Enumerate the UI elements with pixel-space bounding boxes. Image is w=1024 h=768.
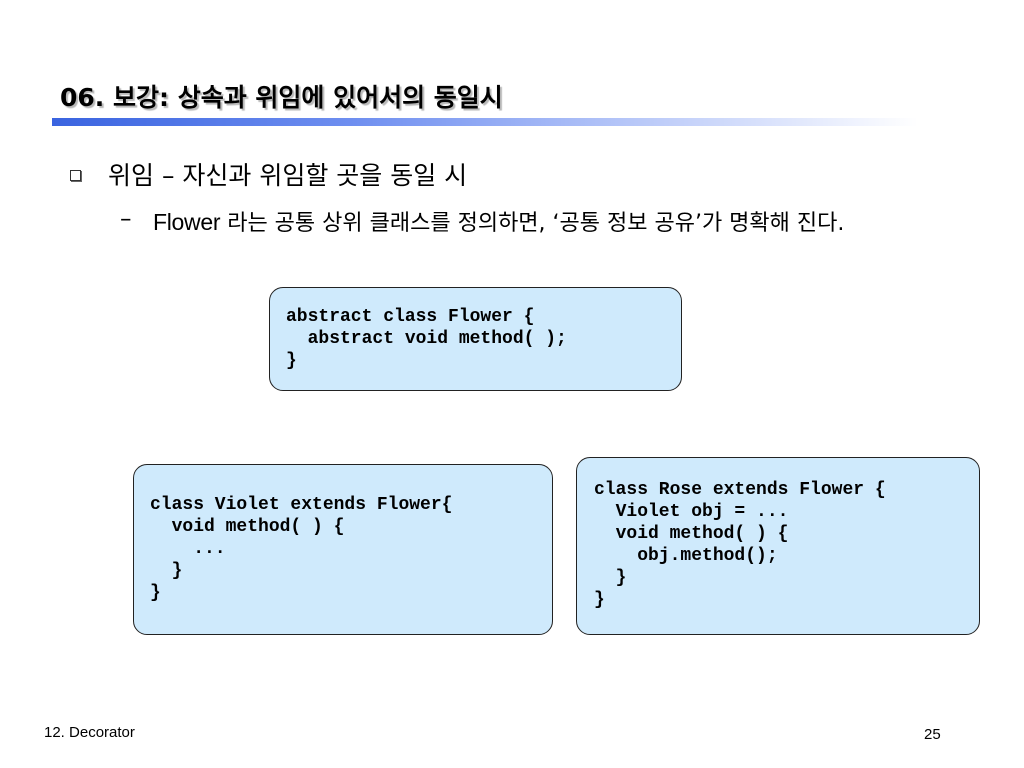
footer-section-label: 12. Decorator: [44, 724, 135, 741]
code-box-violet: class Violet extends Flower{ void method…: [133, 464, 553, 635]
code-violet: class Violet extends Flower{ void method…: [150, 495, 453, 603]
code-rose: class Rose extends Flower { Violet obj =…: [594, 480, 886, 610]
page-number: 25: [924, 726, 941, 743]
bullet-text-level2: Flower 라는 공통 상위 클래스를 정의하면, ‘공통 정보 공유’가 명…: [153, 204, 943, 242]
bullet-text-level1: 위임 – 자신과 위임할 곳을 동일 시: [108, 161, 468, 190]
sub-bullet-rest: 라는 공통 상위 클래스를 정의하면, ‘공통 정보 공유’가 명확해 진다.: [220, 211, 845, 236]
square-bullet-icon: [70, 170, 81, 181]
title-underline-bar: [52, 118, 918, 126]
slide-title: 06. 보강: 상속과 위임에 있어서의 동일시: [60, 83, 503, 112]
code-flower: abstract class Flower { abstract void me…: [286, 307, 567, 371]
code-box-flower: abstract class Flower { abstract void me…: [269, 287, 682, 391]
code-box-rose: class Rose extends Flower { Violet obj =…: [576, 457, 980, 635]
sub-bullet-dash: –: [120, 206, 132, 232]
flower-keyword: Flower: [153, 209, 221, 235]
